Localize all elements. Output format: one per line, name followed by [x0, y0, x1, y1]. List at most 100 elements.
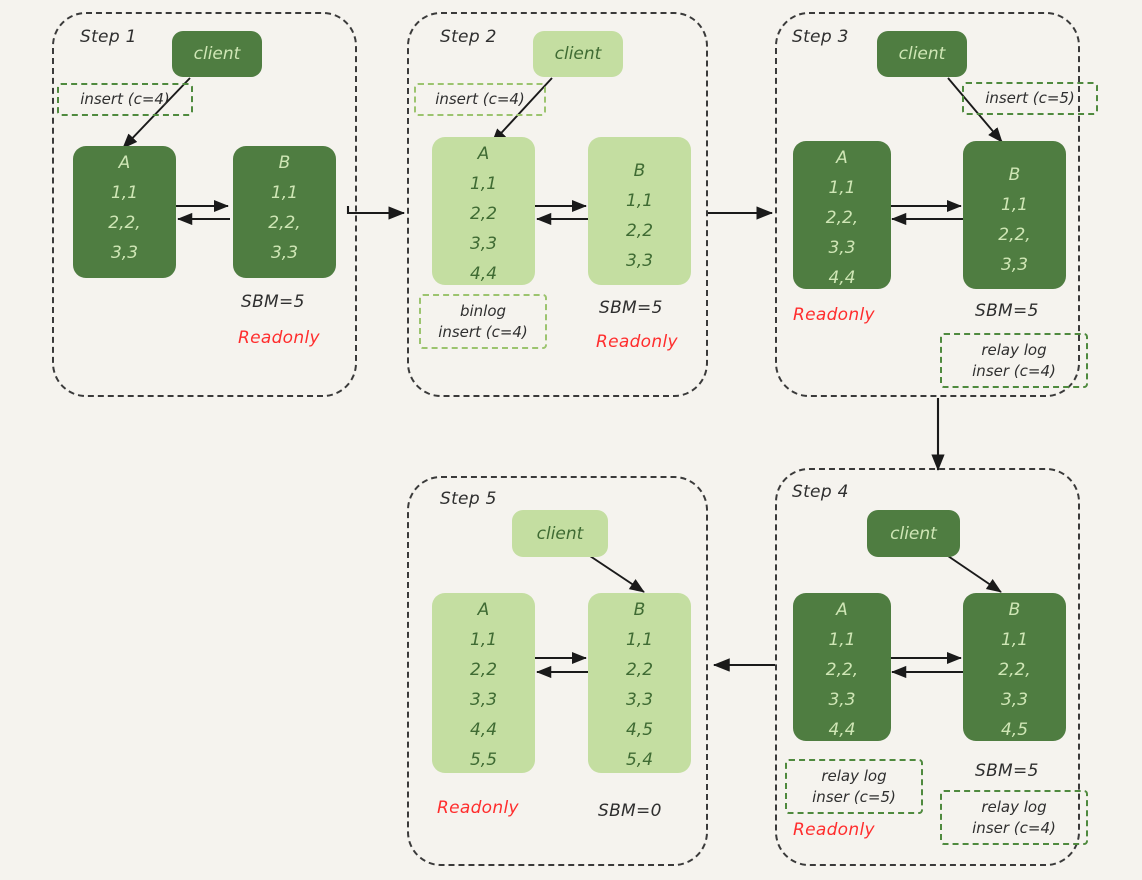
node-title: B	[1008, 165, 1021, 185]
step-title-1: Step 1	[80, 27, 137, 47]
node-title: A	[836, 148, 848, 168]
node-row: 2,2	[469, 660, 498, 680]
node-a-step5[interactable]: A 1,1 2,2 3,3 4,4 5,5	[432, 593, 535, 773]
readonly-label-step5: Readonly	[437, 798, 519, 818]
client-box-step5[interactable]: client	[512, 510, 608, 557]
readonly-label-step2: Readonly	[596, 332, 678, 352]
node-row: 4,4	[469, 720, 498, 740]
node-row: 2,2,	[108, 213, 141, 233]
step-title-4: Step 4	[792, 482, 849, 502]
annotation-line: relay log	[981, 341, 1047, 360]
node-row: 3,3	[1000, 690, 1029, 710]
node-row: 3,3	[469, 234, 498, 254]
client-box-step1[interactable]: client	[172, 31, 262, 77]
annotation-line: inser (c=4)	[972, 818, 1056, 837]
annotation-line: insert (c=4)	[438, 322, 528, 341]
client-box-step3[interactable]: client	[877, 31, 967, 77]
step-panel-3	[775, 12, 1080, 397]
step-title-5: Step 5	[440, 489, 497, 509]
node-row: 3,3	[625, 690, 654, 710]
node-title: A	[477, 144, 490, 164]
node-b-step2[interactable]: B 1,1 2,2 3,3	[588, 137, 691, 285]
node-row: 4,4	[469, 264, 498, 284]
annotation-insert-step2: insert (c=4)	[414, 83, 546, 116]
node-title: B	[633, 600, 646, 620]
client-label: client	[554, 44, 602, 64]
node-row: 4,5	[625, 720, 654, 740]
annotation-line: insert (c=4)	[435, 90, 525, 109]
step-panel-5	[407, 476, 708, 866]
node-a-step3[interactable]: A 1,1 2,2, 3,3 4,4	[793, 141, 891, 289]
annotation-insert-step1: insert (c=4)	[57, 83, 193, 116]
node-row: 2,2,	[998, 660, 1031, 680]
client-box-step2[interactable]: client	[533, 31, 623, 77]
step-panel-2	[407, 12, 708, 397]
readonly-label-step1: Readonly	[238, 328, 320, 348]
node-title: A	[118, 153, 131, 173]
node-row: 2,2	[469, 204, 498, 224]
client-label: client	[898, 44, 946, 64]
node-row: 2,2,	[268, 213, 301, 233]
readonly-label-step4: Readonly	[793, 820, 875, 840]
node-b-step4[interactable]: B 1,1 2,2, 3,3 4,5	[963, 593, 1066, 741]
node-title: A	[477, 600, 490, 620]
node-row: 5,5	[469, 750, 498, 770]
sbm-label-step2: SBM=5	[599, 298, 663, 318]
step-panel-4	[775, 468, 1080, 866]
node-row: 1,1	[1000, 195, 1029, 215]
client-label: client	[536, 523, 584, 544]
readonly-label-step3: Readonly	[793, 305, 875, 325]
node-row: 3,3	[270, 243, 299, 263]
annotation-binlog-step2: binlog insert (c=4)	[419, 294, 547, 349]
node-b-step1[interactable]: B 1,1 2,2, 3,3	[233, 146, 336, 278]
annotation-line: inser (c=4)	[972, 361, 1056, 380]
sbm-label-step4: SBM=5	[975, 761, 1039, 781]
sbm-label-step3: SBM=5	[975, 301, 1039, 321]
annotation-relaylog-a-step4: relay log inser (c=5)	[785, 759, 923, 814]
client-box-step4[interactable]: client	[867, 510, 960, 557]
node-a-step4[interactable]: A 1,1 2,2, 3,3 4,4	[793, 593, 891, 741]
node-row: 1,1	[270, 183, 299, 203]
node-row: 4,4	[828, 720, 856, 740]
annotation-line: relay log	[981, 798, 1047, 817]
annotation-relaylog-step3: relay log inser (c=4)	[940, 333, 1088, 388]
annotation-line: relay log	[821, 767, 887, 786]
node-row: 3,3	[828, 238, 856, 258]
node-row: 1,1	[625, 191, 654, 211]
node-row: 2,2,	[998, 225, 1031, 245]
sbm-label-step1: SBM=5	[241, 292, 305, 312]
node-row: 1,1	[1000, 630, 1029, 650]
node-b-step3[interactable]: B 1,1 2,2, 3,3	[963, 141, 1066, 289]
node-row: 3,3	[1000, 255, 1029, 275]
node-row: 2,2	[625, 660, 654, 680]
node-row: 1,1	[828, 630, 856, 650]
node-row: 2,2,	[825, 660, 859, 680]
node-row: 5,4	[625, 750, 654, 770]
client-label: client	[193, 44, 241, 64]
annotation-relaylog-b-step4: relay log inser (c=4)	[940, 790, 1088, 845]
node-title: B	[633, 161, 646, 181]
step-panel-1	[52, 12, 357, 397]
annotation-line: inser (c=5)	[812, 787, 896, 806]
node-b-step5[interactable]: B 1,1 2,2 3,3 4,5 5,4	[588, 593, 691, 773]
node-title: B	[278, 153, 291, 173]
node-a-step2[interactable]: A 1,1 2,2 3,3 4,4	[432, 137, 535, 285]
node-row: 1,1	[828, 178, 856, 198]
node-row: 3,3	[828, 690, 856, 710]
node-title: A	[836, 600, 848, 620]
node-row: 3,3	[110, 243, 139, 263]
client-label: client	[890, 523, 937, 544]
node-a-step1[interactable]: A 1,1 2,2, 3,3	[73, 146, 176, 278]
node-row: 1,1	[469, 630, 498, 650]
node-row: 4,4	[828, 268, 856, 288]
node-title: B	[1008, 600, 1021, 620]
node-row: 2,2,	[825, 208, 859, 228]
step-title-3: Step 3	[792, 27, 849, 47]
node-row: 1,1	[625, 630, 654, 650]
step-title-2: Step 2	[440, 27, 497, 47]
node-row: 1,1	[110, 183, 139, 203]
node-row: 1,1	[469, 174, 498, 194]
annotation-insert-step3: insert (c=5)	[962, 82, 1098, 115]
annotation-line: binlog	[459, 302, 507, 321]
